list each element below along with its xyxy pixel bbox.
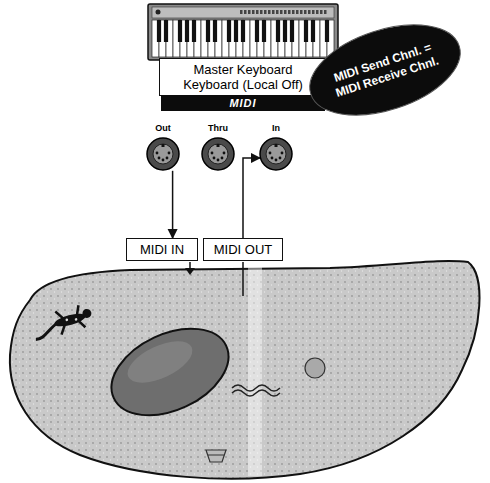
node-text: MIDI OUT [210, 240, 277, 259]
jack-label: Thru [208, 122, 228, 136]
midi-bar: MIDI [161, 95, 325, 111]
node-text: MIDI IN [136, 240, 188, 259]
jack-label: In [272, 122, 280, 136]
oval-panel [98, 311, 243, 432]
keyboard-label-box: Master Keyboard Keyboard (Local Off) [159, 58, 327, 96]
keyboard-illustration [148, 4, 338, 60]
midi-cable [172, 171, 174, 238]
midi-jack: In [256, 122, 296, 176]
node-text: Master Keyboard Keyboard (Local Off) [160, 60, 326, 94]
din-socket [145, 136, 181, 172]
input-marker [185, 268, 195, 275]
light-stripe [248, 264, 262, 476]
port-box: MIDI IN [126, 238, 198, 261]
node-text: MIDI [229, 97, 256, 109]
midi-jack: Out [143, 122, 183, 176]
din-socket [258, 136, 294, 172]
port-box: MIDI OUT [203, 238, 283, 261]
output-wire [242, 262, 244, 296]
din-socket [200, 136, 236, 172]
sound-module-illustration [10, 261, 480, 479]
lizard-logo [30, 303, 95, 342]
jack-label: Out [155, 122, 171, 136]
midi-jack: Thru [198, 122, 238, 176]
knob [305, 358, 325, 378]
device-body [10, 261, 480, 479]
small-icon [206, 450, 226, 462]
midi-cable [243, 158, 260, 238]
channel-note-oval: MIDI Send Chnl. = MIDI Receive Chnl. [296, 5, 474, 134]
